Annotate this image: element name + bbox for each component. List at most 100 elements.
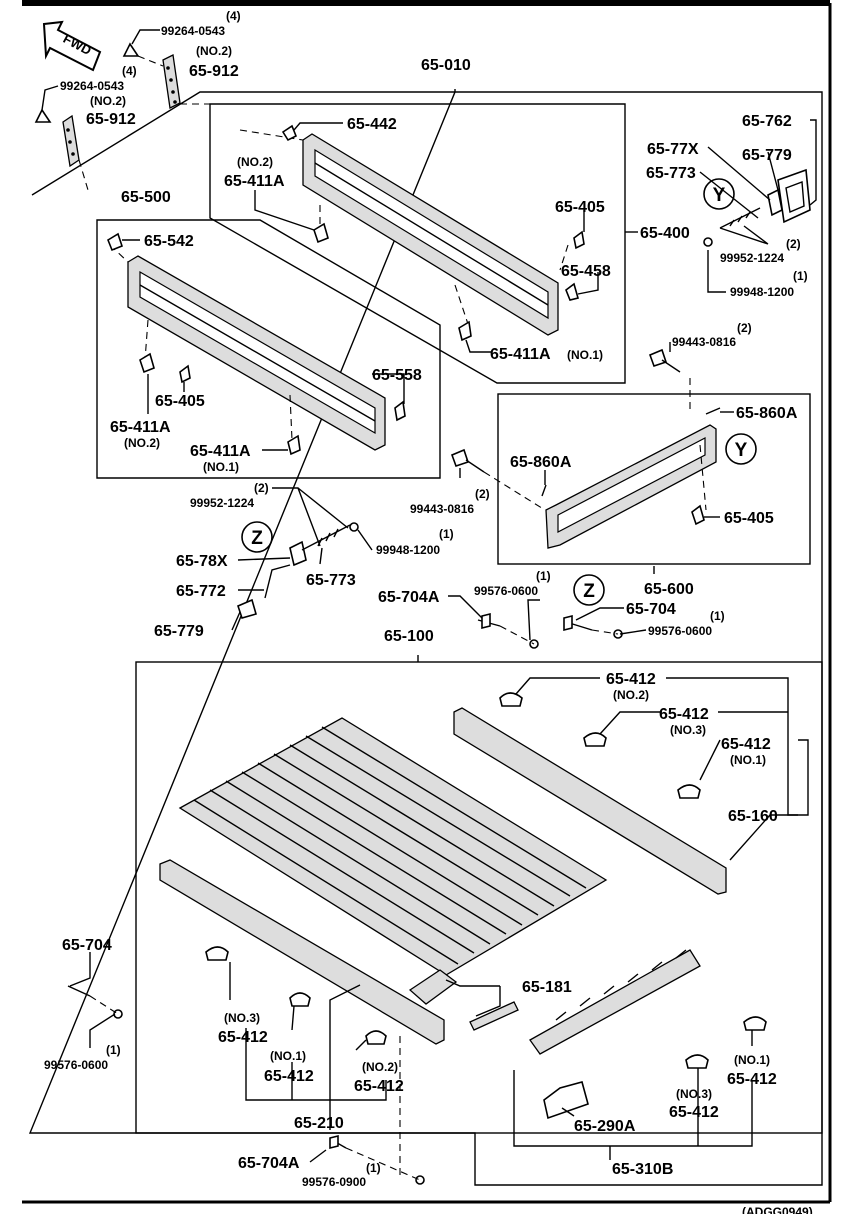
label-65-77x: 65-77X [647,141,699,158]
label-65-411a-d: 65-411A [190,443,251,460]
label-65-412-g: 65-412 [727,1071,777,1088]
label-no1-c: (NO.1) [730,753,766,767]
cap-65-412-no1-right [743,1016,767,1031]
label-qty-1d: (1) [710,609,725,623]
cap-65-412-no1-lower [289,992,311,1007]
strip-65-912-top [162,54,181,109]
label-99264-left: 99264-0543 [60,79,124,93]
label-65-405-b: 65-405 [155,393,205,410]
clip-99264-left [34,108,52,123]
label-65-762: 65-762 [742,113,792,130]
label-65-412-h: 65-412 [669,1104,719,1121]
rail-65-160 [453,707,727,895]
label-65-412-d: 65-412 [218,1029,268,1046]
label-65-442: 65-442 [347,116,397,133]
label-qty-1c: (1) [536,569,551,583]
label-65-412-b: 65-412 [659,706,709,723]
label-no1-e: (NO.1) [734,1053,770,1067]
callout-z-lower-label: Z [583,581,595,602]
stake-65-310b [529,949,701,1055]
label-99576-d: 99576-0900 [302,1175,366,1189]
label-65-010: 65-010 [421,57,471,74]
label-65-860a-a: 65-860A [736,405,798,422]
label-qty-1f: (1) [366,1161,381,1175]
label-no2-c: (NO.2) [237,155,273,169]
label-99443-b: 99443-0816 [410,502,474,516]
label-65-411a-b: 65-411A [490,346,551,363]
label-65-704-b: 65-704 [62,937,112,954]
label-65-160: 65-160 [728,808,778,825]
washer-99948-lower [349,522,359,532]
bolt-65-704a-upper [477,612,501,630]
cap-65-412-no2-lower [365,1030,387,1045]
label-no2-f: (NO.2) [362,1060,398,1074]
label-99443-a: 99443-0816 [672,335,736,349]
box-65-500-outline [96,219,441,479]
box-65-100-outline [135,661,823,1134]
label-no1-b: (NO.1) [203,460,239,474]
label-65-773-b: 65-773 [306,572,356,589]
clip-65-411a-no2-lower [139,352,155,374]
clip-65-411a-no2-upper [313,222,329,244]
clip-65-458 [565,282,579,301]
label-99576-c: 99576-0600 [44,1058,108,1072]
gate-panel-65-500 [127,255,386,451]
cap-65-412-no3-right [685,1054,709,1069]
label-65-210: 65-210 [294,1115,344,1132]
label-65-779-a: 65-779 [742,147,792,164]
cap-65-412-no2-upper [499,692,523,707]
label-65-860a-b: 65-860A [510,454,572,471]
callout-z-upper [241,521,273,553]
washer-99948-upper [703,237,713,247]
cap-65-779-upper [767,188,783,217]
clip-65-411a-no1-upper [458,320,472,342]
label-no2-b: (NO.2) [90,94,126,108]
callout-y-lower-label: Y [735,440,748,461]
label-65-412-f: 65-412 [354,1078,404,1095]
rod-65-772 [264,564,291,599]
label-65-310b: 65-310B [612,1161,673,1178]
label-65-405-a: 65-405 [555,199,605,216]
label-65-100: 65-100 [384,628,434,645]
label-65-181: 65-181 [522,979,572,996]
clip-65-558 [394,400,406,422]
clip-65-405-mid [179,364,191,384]
label-qty-2a: (2) [786,237,801,251]
label-no3-c: (NO.3) [676,1087,712,1101]
labels: (4) 99264-0543 (NO.2) 65-912 99264-0543 … [44,9,813,1214]
label-65-290a: 65-290A [574,1118,636,1135]
label-65-412-c: 65-412 [721,736,771,753]
label-qty-2c: (2) [475,487,490,501]
label-no2-d: (NO.2) [124,436,160,450]
label-65-78x: 65-78X [176,553,228,570]
label-65-411a-c: 65-411A [110,419,171,436]
label-99952-b: 99952-1224 [190,496,254,510]
plate-65-290a [543,1081,589,1120]
bolt-99443-left [450,448,485,473]
forward-arrow-icon: FWD [42,20,102,72]
bolt-65-704-left [67,985,91,997]
clip-65-542 [107,232,123,252]
label-65-912-a: 65-912 [189,63,239,80]
callout-z-lower [573,574,605,606]
label-no3-a: (NO.3) [670,723,706,737]
label-65-704-a: 65-704 [626,601,676,618]
channel-65-181 [408,969,519,1031]
callout-y-upper-label: Y [713,185,726,206]
label-65-600: 65-600 [644,581,694,598]
box-65-010-outline [28,89,823,1186]
label-65-912-b: 65-912 [86,111,136,128]
nut-99576-lower [415,1175,425,1185]
bolt-65-704-upper [563,614,593,632]
label-99948-a: 99948-1200 [730,285,794,299]
callout-y-upper [703,178,735,210]
label-99948-b: 99948-1200 [376,543,440,557]
handle-65-762 [777,168,811,224]
label-qty-1b: (1) [439,527,454,541]
label-65-542: 65-542 [144,233,194,250]
label-65-704a-a: 65-704A [378,589,440,606]
clip-65-405-right [691,504,705,526]
label-99576-b: 99576-0600 [648,624,712,638]
clip-65-860a-right [705,407,721,415]
